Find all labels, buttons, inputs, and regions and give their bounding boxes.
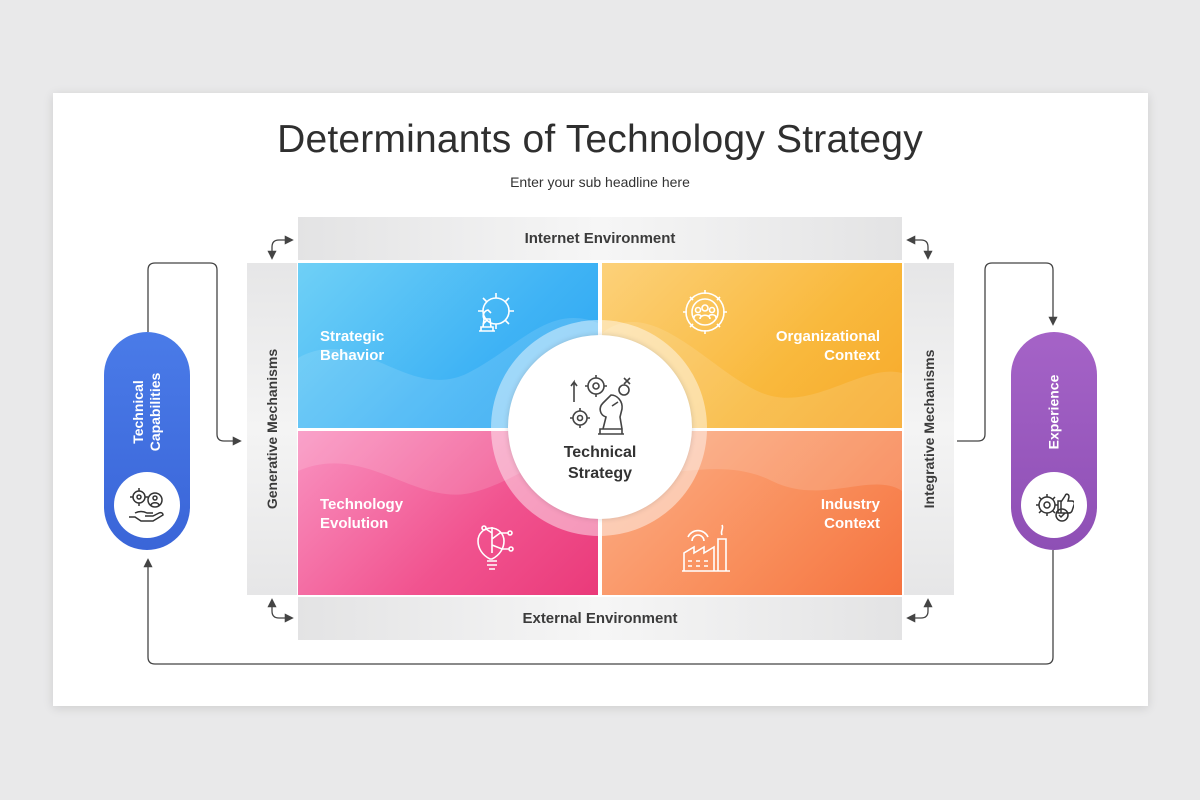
- pill-label: Experience: [1045, 374, 1062, 450]
- experience-pill: Experience: [1011, 332, 1097, 550]
- quadrant-label: Organizational Context: [775, 328, 880, 364]
- quadrant-label: Industry Context: [820, 496, 880, 532]
- pill-label: Technical Capabilities: [130, 372, 163, 452]
- quadrant-label: Strategic Behavior: [320, 328, 385, 364]
- band-bottom-label: External Environment: [522, 610, 678, 627]
- pill-icon-circle: [114, 472, 180, 538]
- band-left-label: Generative Mechanisms: [264, 348, 280, 510]
- team-gear-icon: [683, 290, 727, 334]
- connector-left-top: [147, 262, 242, 446]
- center-circle: [508, 335, 692, 519]
- gear-thumbs-up-icon: [1036, 493, 1074, 522]
- chess-knight-gears-icon: [570, 375, 631, 435]
- page-title: Determinants of Technology Strategy: [277, 118, 923, 161]
- technical-capabilities-pill: Technical Capabilities: [104, 332, 190, 550]
- connector-right-top: [957, 262, 1058, 442]
- gear-hand-icon: [129, 488, 164, 522]
- lightbulb-circuit-icon: [477, 525, 514, 570]
- corner-arrow-bl: [267, 598, 294, 623]
- gear-chess-icon: [478, 293, 514, 332]
- band-generative-mechanisms: Generative Mechanisms: [247, 263, 297, 595]
- band-external-environment: External Environment: [298, 597, 902, 640]
- corner-arrow-tr: [906, 235, 933, 260]
- quadrant-label: Technology Evolution: [320, 496, 404, 532]
- corner-arrow-tl: [267, 235, 294, 260]
- corner-arrow-br: [906, 598, 933, 623]
- factory-icon: [682, 524, 730, 572]
- band-integrative-mechanisms: Integrative Mechanisms: [904, 263, 954, 595]
- band-internet-environment: Internet Environment: [298, 217, 902, 260]
- connector-bottom-loop: [143, 550, 1054, 665]
- page-subtitle: Enter your sub headline here: [510, 174, 690, 190]
- center-label: Technical Strategy: [563, 444, 637, 482]
- band-right-label: Integrative Mechanisms: [921, 349, 937, 509]
- band-top-label: Internet Environment: [524, 230, 676, 247]
- pill-icon-circle: [1021, 472, 1087, 538]
